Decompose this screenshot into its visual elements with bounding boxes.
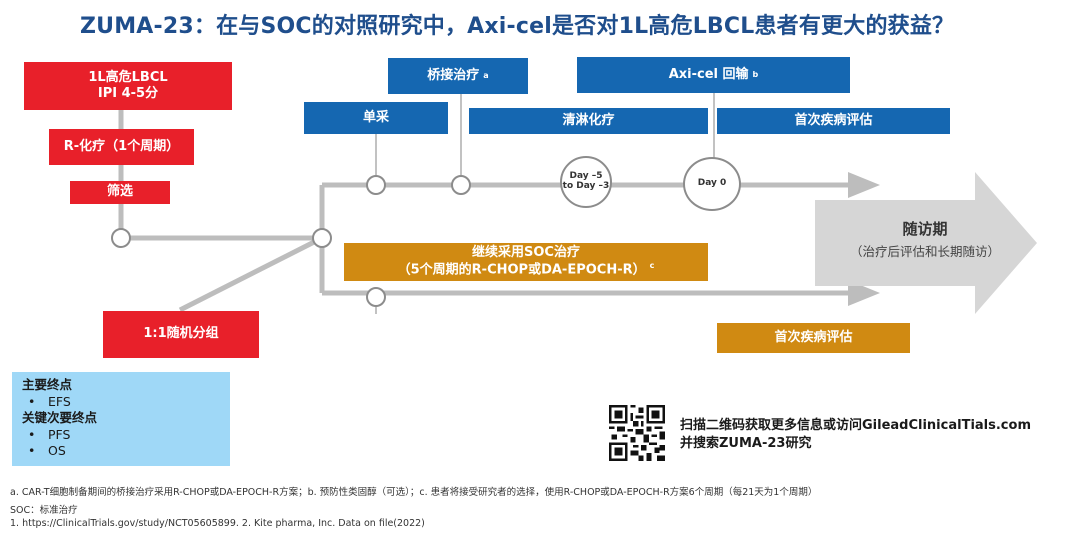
endpoints-box: 主要终点 • EFS 关键次要终点 • PFS • OS bbox=[12, 372, 230, 466]
bullet: • bbox=[28, 426, 36, 442]
node-bridging bbox=[451, 175, 471, 195]
footnote-abbr: SOC：标准治疗 bbox=[10, 505, 78, 516]
day0-node: Day 0 bbox=[683, 157, 741, 211]
soc-line2: （5个周期的R-CHOP或DA-EPOCH-R） bbox=[397, 262, 646, 278]
followup-subtitle: （治疗后评估和长期随访） bbox=[849, 244, 1000, 259]
node-leukapheresis bbox=[366, 175, 386, 195]
followup-title: 随访期 bbox=[902, 220, 948, 238]
randomization-box: 1:1随机分组 bbox=[103, 311, 259, 358]
day-range-line1: Day –5 bbox=[569, 171, 603, 182]
leukapheresis-box: 单采 bbox=[304, 102, 448, 134]
soc-arrowhead bbox=[848, 280, 880, 306]
day0-label: Day 0 bbox=[697, 178, 727, 189]
node-soc bbox=[366, 287, 386, 307]
primary-endpoint-label: 主要终点 bbox=[22, 377, 73, 392]
soc-box: 继续采用SOC治疗 （5个周期的R-CHOP或DA-EPOCH-R）c bbox=[344, 243, 708, 281]
endpoint-item: • OS bbox=[22, 443, 220, 460]
qr-caption: 扫描二维码获取更多信息或访问GileadClinicalTials.com 并搜… bbox=[680, 417, 1031, 452]
randomization-link bbox=[178, 235, 324, 313]
endpoint-item: • PFS bbox=[22, 427, 220, 444]
bullet: • bbox=[28, 443, 36, 458]
infusion-label: Axi-cel 回输 bbox=[668, 66, 749, 82]
infusion-footnote: b bbox=[752, 70, 759, 79]
population-line1: 1L高危LBCL bbox=[88, 69, 168, 85]
footnote-refs: 1. https://ClinicalTrials.gov/study/NCT0… bbox=[10, 518, 425, 529]
bridging-footnote: a bbox=[483, 71, 489, 80]
bullet: • bbox=[28, 393, 36, 409]
bridging-label: 桥接治疗 bbox=[427, 67, 480, 83]
followup-arrow bbox=[815, 172, 1037, 314]
endpoint-efs: EFS bbox=[48, 393, 71, 409]
endpoint-pfs: PFS bbox=[48, 426, 71, 442]
qr-caption-line1: 扫描二维码获取更多信息或访问GileadClinicalTials.com bbox=[680, 418, 1031, 433]
rchemo-box: R-化疗（1个周期） bbox=[49, 129, 194, 165]
soc-assessment-box: 首次疾病评估 bbox=[717, 323, 910, 353]
page-title: ZUMA-23：在与SOC的对照研究中，Axi-cel是否对1L高危LBCL患者… bbox=[80, 14, 955, 39]
soc-footnote: c bbox=[649, 261, 655, 271]
endpoint-os: OS bbox=[48, 443, 66, 458]
axicel-arrowhead bbox=[848, 172, 880, 198]
footnote-notes: a. CAR-T细胞制备期间的桥接治疗采用R-CHOP或DA-EPOCH-R方案… bbox=[10, 487, 818, 498]
qr-code-icon[interactable] bbox=[609, 405, 665, 461]
axicel-assessment-box: 首次疾病评估 bbox=[717, 108, 950, 134]
lymphodepletion-box: 清淋化疗 bbox=[469, 108, 708, 134]
soc-line1: 继续采用SOC治疗 bbox=[472, 245, 580, 261]
endpoint-item: • EFS bbox=[22, 394, 220, 411]
population-line2: IPI 4-5分 bbox=[97, 86, 159, 101]
screening-box: 筛选 bbox=[70, 181, 170, 204]
population-box: 1L高危LBCL IPI 4-5分 bbox=[24, 62, 232, 110]
qr-caption-line2: 并搜索ZUMA-23研究 bbox=[680, 435, 812, 451]
secondary-endpoint-label: 关键次要终点 bbox=[22, 410, 98, 425]
day-range-node: Day –5 to Day –3 bbox=[560, 156, 612, 208]
node-screening bbox=[111, 228, 131, 248]
node-split bbox=[312, 228, 332, 248]
day-range-line2: to Day –3 bbox=[562, 181, 610, 191]
followup-label: 随访期 （治疗后评估和长期随访） bbox=[840, 218, 1010, 260]
